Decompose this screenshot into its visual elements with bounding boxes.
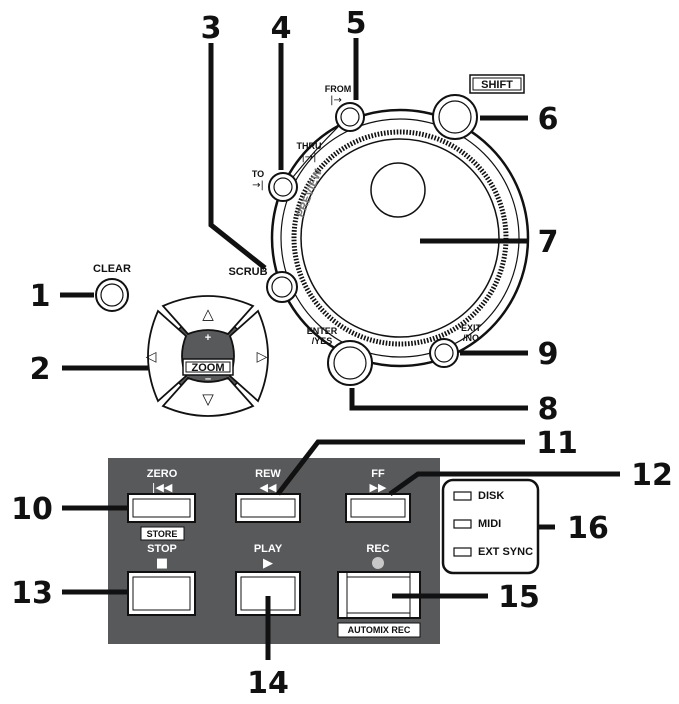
scrub-button[interactable] <box>266 271 298 303</box>
right-arrow-icon: ▷ <box>257 349 268 365</box>
rew-label: REW <box>255 468 281 480</box>
to-icon: →| <box>252 180 264 191</box>
callout-3: 3 <box>201 11 222 46</box>
down-arrow-icon: ▽ <box>202 390 214 408</box>
stop-label: STOP <box>147 543 177 555</box>
callout-7: 7 <box>538 225 559 260</box>
enter-label: ENTER <box>307 326 338 336</box>
cursor-up-button[interactable] <box>161 295 255 336</box>
from-button[interactable] <box>335 102 365 132</box>
disk-led <box>453 491 472 501</box>
cursor-left-button[interactable] <box>147 309 188 403</box>
callout-2: 2 <box>30 352 51 387</box>
callout-16: 16 <box>567 511 609 546</box>
exit-label: EXIT <box>461 323 482 333</box>
clear-label: CLEAR <box>93 263 131 275</box>
callout-10: 10 <box>11 492 53 527</box>
shift-button[interactable] <box>432 94 478 140</box>
rec-led-icon <box>372 557 384 569</box>
store-label: STORE <box>147 529 178 539</box>
automix-label: AUTOMIX REC <box>348 625 411 635</box>
zoom-minus-label: – <box>205 373 211 385</box>
callout-11: 11 <box>536 426 578 461</box>
jog-dial[interactable] <box>270 108 530 368</box>
zero-icon: |◀◀ <box>152 481 173 494</box>
midi-led <box>453 519 472 529</box>
scrub-label: SCRUB <box>228 266 267 278</box>
callout-12: 12 <box>631 458 673 493</box>
rew-icon: ◀◀ <box>260 481 277 494</box>
callout-1: 1 <box>30 279 51 314</box>
callout-leaders <box>60 38 620 660</box>
callout-15: 15 <box>498 580 540 615</box>
zero-label: ZERO <box>147 468 178 480</box>
no-label: /NO <box>463 333 479 343</box>
callout-4: 4 <box>271 11 292 46</box>
thru-label: THRU <box>297 141 322 151</box>
to-label: TO <box>252 169 264 179</box>
zoom-plus-label: + <box>205 332 211 344</box>
zoom-left-minus-label: – <box>174 362 180 374</box>
cursor-right-button[interactable] <box>228 309 269 403</box>
callout-14: 14 <box>247 666 289 701</box>
midi-label: MIDI <box>478 518 501 530</box>
exit-no-button[interactable] <box>429 338 459 368</box>
zoom-right-plus-label: + <box>235 362 241 374</box>
up-arrow-icon: △ <box>202 305 214 323</box>
callout-6: 6 <box>538 102 559 137</box>
cursor-down-button[interactable] <box>161 376 255 417</box>
preview-connector-line <box>292 126 339 178</box>
callout-9: 9 <box>538 337 559 372</box>
zoom-label: ZOOM <box>192 362 225 374</box>
ext-sync-label: EXT SYNC <box>478 546 533 558</box>
enter-yes-button[interactable] <box>327 340 373 386</box>
store-label-box <box>140 526 185 541</box>
stop-icon: ■ <box>156 556 168 571</box>
cursor-pad <box>147 295 269 417</box>
ext-sync-led <box>453 547 472 557</box>
play-label: PLAY <box>254 543 283 555</box>
rec-label: REC <box>366 543 389 555</box>
callout-13: 13 <box>11 576 53 611</box>
disk-label: DISK <box>478 490 504 502</box>
automix-label-box <box>337 622 421 638</box>
clear-button[interactable] <box>95 278 129 312</box>
jog-dial-finger-hole <box>370 162 426 218</box>
yes-label: /YES <box>312 336 333 346</box>
ff-label: FF <box>371 468 385 480</box>
to-button[interactable] <box>268 172 298 202</box>
left-arrow-icon: ◁ <box>146 349 157 365</box>
from-label: FROM <box>325 84 352 94</box>
from-icon: |→ <box>330 95 342 106</box>
ff-icon: ▶▶ <box>370 481 387 494</box>
shift-label: SHIFT <box>481 79 513 91</box>
play-icon: ▶ <box>263 556 273 571</box>
callout-5: 5 <box>346 6 367 41</box>
callout-8: 8 <box>538 392 559 427</box>
